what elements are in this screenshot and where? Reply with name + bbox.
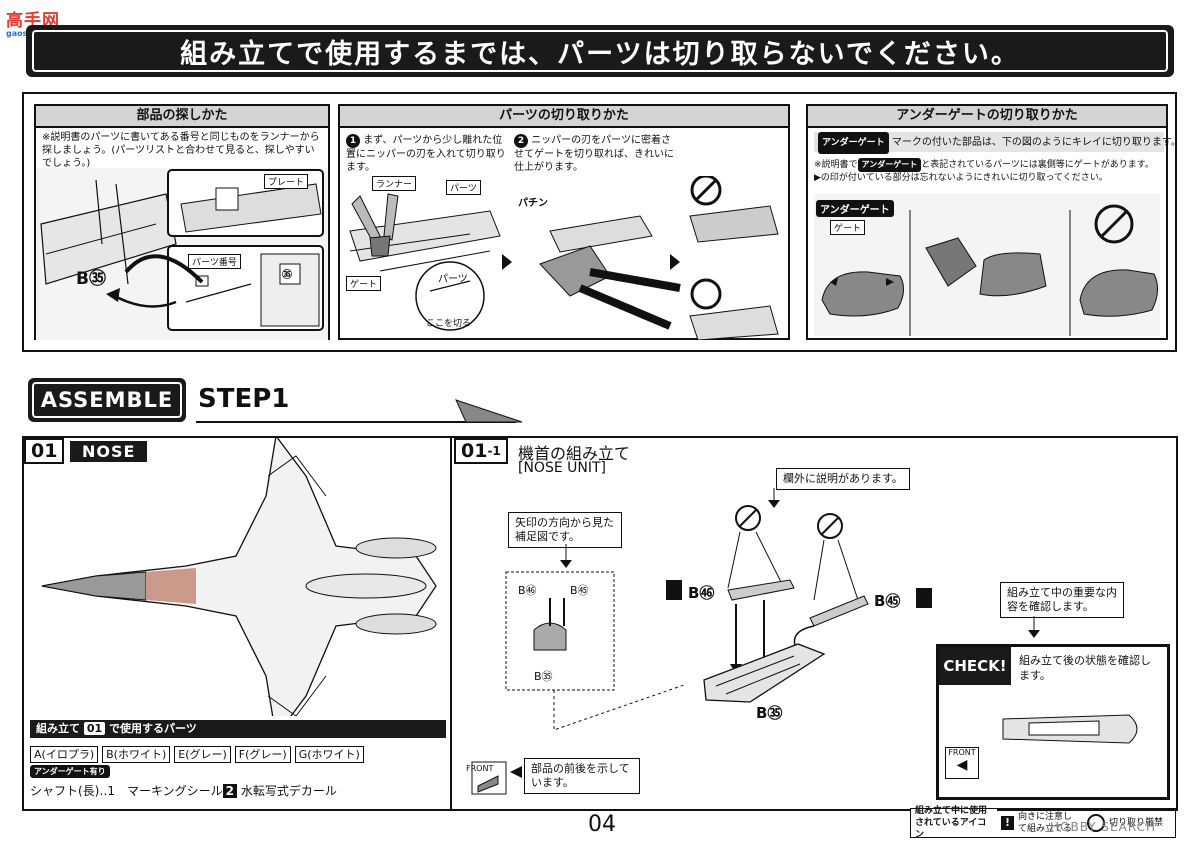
no-cut-icon <box>1087 814 1105 832</box>
label-runner: ランナー <box>372 176 417 191</box>
panel-title: アンダーゲートの切り取りかた <box>808 106 1166 128</box>
instruction-frame <box>22 92 1177 352</box>
runner-b: B(ホワイト) <box>102 746 171 763</box>
callout-front: 部品の前後を示しています。 <box>524 758 640 794</box>
assemble-badge: ASSEMBLE <box>28 378 186 422</box>
legend-item-no-cut: 切り取り厳禁 <box>1083 809 1175 837</box>
check-label: CHECK! <box>939 647 1011 685</box>
callout-important: 組み立て中の重要な内容を確認します。 <box>1000 582 1124 618</box>
under-gate-intro: アンダーゲート マークの付いた部品は、下の図のようにキレイに切り取ります。 <box>814 132 1181 154</box>
cut-step-1: 1 まず、パーツから少し離れた位置にニッパーの刃を入れて切り取ります。 <box>346 134 506 174</box>
marking-number: 2 <box>222 784 238 798</box>
label-gate: ゲート <box>346 276 382 291</box>
check-text: 組み立て後の状態を確認します。 <box>1019 654 1151 682</box>
note-prefix: ※説明書で <box>814 160 858 170</box>
banner-text: 組み立てで使用するまでは、パーツは切り取らないでください。 <box>180 38 1020 70</box>
under-gate-illustration <box>814 194 1160 336</box>
cut-step-2: 2 ニッパーの刃をパーツに密着させてゲートを切り取れば、きれいに仕上がります。 <box>514 134 674 174</box>
panel-note: ※説明書のパーツに書いてある番号と同じものをランナーから探しましょう。(パーツリ… <box>42 132 320 169</box>
label-parts-zoom: パーツ <box>438 274 468 285</box>
step-text: まず、パーツから少し離れた位置にニッパーの刃を入れて切り取ります。 <box>346 135 506 173</box>
parts-bar-prefix: 組み立て <box>36 722 80 735</box>
label-parts: パーツ <box>446 180 481 195</box>
label-gate: ゲート <box>830 220 866 235</box>
part-code: B㉟ <box>76 269 106 289</box>
nose-unit-diagram <box>471 488 1040 795</box>
callout-arrow-view: 矢印の方向から見た補足図です。 <box>508 512 622 548</box>
parts-used-bar: 組み立て 01 で使用するパーツ <box>30 720 446 738</box>
intro-text: マークの付いた部品は、下の図のようにキレイに切り取ります。 <box>891 137 1181 148</box>
plate-code: ㉟ <box>282 270 292 281</box>
watermark: HOBBY SEARCH <box>1050 820 1156 834</box>
section-01-number: 01 <box>24 438 65 464</box>
section-sub: -1 <box>487 444 501 458</box>
label-cut-here: ここを切る <box>426 319 472 329</box>
legend-text: 向きに注意して組み立てる <box>1018 812 1073 834</box>
step-text: ニッパーの刃をパーツに密着させてゲートを切り取れば、きれいに仕上がります。 <box>514 135 674 173</box>
step-title: STEP1 <box>198 384 290 414</box>
part-b35: B㉟ <box>756 704 783 722</box>
front-label: FRONT <box>466 764 494 773</box>
section-title: 機首の組み立て <box>518 444 631 463</box>
note-badge: アンダーゲート <box>857 158 922 172</box>
step-underline <box>196 399 523 423</box>
warning-banner: 組み立てで使用するまでは、パーツは切り取らないでください。 <box>26 25 1174 77</box>
check-part-illustration <box>1002 714 1138 744</box>
front-icon: FRONT ◀ <box>945 747 979 779</box>
section-01 <box>22 436 452 811</box>
arrow-left-icon: ◀ <box>956 757 968 773</box>
aircraft-illustration <box>41 436 437 716</box>
runner-list: A(イロプラ) B(ホワイト) E(グレー) F(グレー) G(ホワイト) <box>30 746 364 763</box>
label-snip: パチン <box>518 198 548 209</box>
assemble-label: ASSEMBLE <box>32 382 182 418</box>
runner-g: G(ホワイト) <box>294 746 364 763</box>
legend-text: 切り取り厳禁 <box>1109 818 1164 828</box>
label-part-number: パーツ番号 <box>188 254 241 269</box>
panel-under-gate: アンダーゲートの切り取りかた アンダーゲート マークの付いた部品は、下の図のよう… <box>806 104 1181 340</box>
under-gate-note: ※説明書でアンダーゲートと表記されているパーツには裏側等にゲートがあります。 ▶… <box>814 158 1164 184</box>
step-number: 1 <box>346 134 360 148</box>
part-b46: B㊻ <box>688 584 715 602</box>
panel-title: 部品の探しかた <box>36 106 328 128</box>
decal-text: 水転写式デカール <box>240 784 337 798</box>
label-under-gate: アンダーゲート <box>816 200 894 217</box>
note-suffix: と表記されているパーツには裏側等にゲートがあります。 <box>921 160 1154 170</box>
label-plate: プレート <box>264 174 309 189</box>
panel-title: パーツの切り取りかた <box>340 106 788 128</box>
page-number: 04 <box>588 812 616 837</box>
detail-b46: B㊻ <box>518 584 537 597</box>
runner-a: A(イロプラ) <box>30 746 99 763</box>
extras-text: シャフト(長)‥1 マーキングシール <box>30 784 223 798</box>
exclamation-icon: ! <box>1001 816 1015 830</box>
section-subtitle: [NOSE UNIT] <box>518 460 606 476</box>
parts-bar-suffix: で使用するパーツ <box>109 722 197 735</box>
section-num: 01 <box>461 440 488 462</box>
detail-b35: B㉟ <box>534 670 553 683</box>
section-01-1-number: 01-1 <box>454 438 508 464</box>
icon-legend: 組み立て中に使用されているアイコン ! 向きに注意して組み立てる 切り取り厳禁 <box>910 806 1176 840</box>
under-gate-present-badge: アンダーゲート有り <box>30 765 110 778</box>
nipper-illustration <box>349 176 779 340</box>
panel-find-parts: 部品の探しかた ※説明書のパーツに書いてある番号と同じものをランナーから探しまし… <box>34 104 330 340</box>
parts-bar-number: 01 <box>83 722 106 735</box>
check-box: CHECK! 組み立て後の状態を確認します。 FRONT ◀ <box>936 644 1170 800</box>
legend-item-orientation: ! 向きに注意して組み立てる <box>997 809 1083 837</box>
runner-illustration <box>36 168 328 340</box>
runner-e: E(グレー) <box>174 746 231 763</box>
detail-b45: B㊺ <box>570 584 589 597</box>
panel-cut-parts: パーツの切り取りかた 1 まず、パーツから少し離れた位置にニッパーの刃を入れて切… <box>338 104 790 340</box>
under-gate-badge: アンダーゲート <box>818 132 889 154</box>
step-number: 2 <box>514 134 528 148</box>
callout-outside: 欄外に説明があります。 <box>776 468 910 490</box>
section-01-tag: NOSE <box>70 441 148 462</box>
front-icon-label: FRONT <box>948 748 976 757</box>
runner-f: F(グレー) <box>234 746 291 763</box>
legend-intro: 組み立て中に使用されているアイコン <box>911 806 997 840</box>
section-01-1 <box>452 436 1178 811</box>
part-b45: B㊺ <box>874 592 901 610</box>
note-line2: ▶の印が付いている部分は忘れないようにきれいに切り取ってください。 <box>814 173 1108 183</box>
